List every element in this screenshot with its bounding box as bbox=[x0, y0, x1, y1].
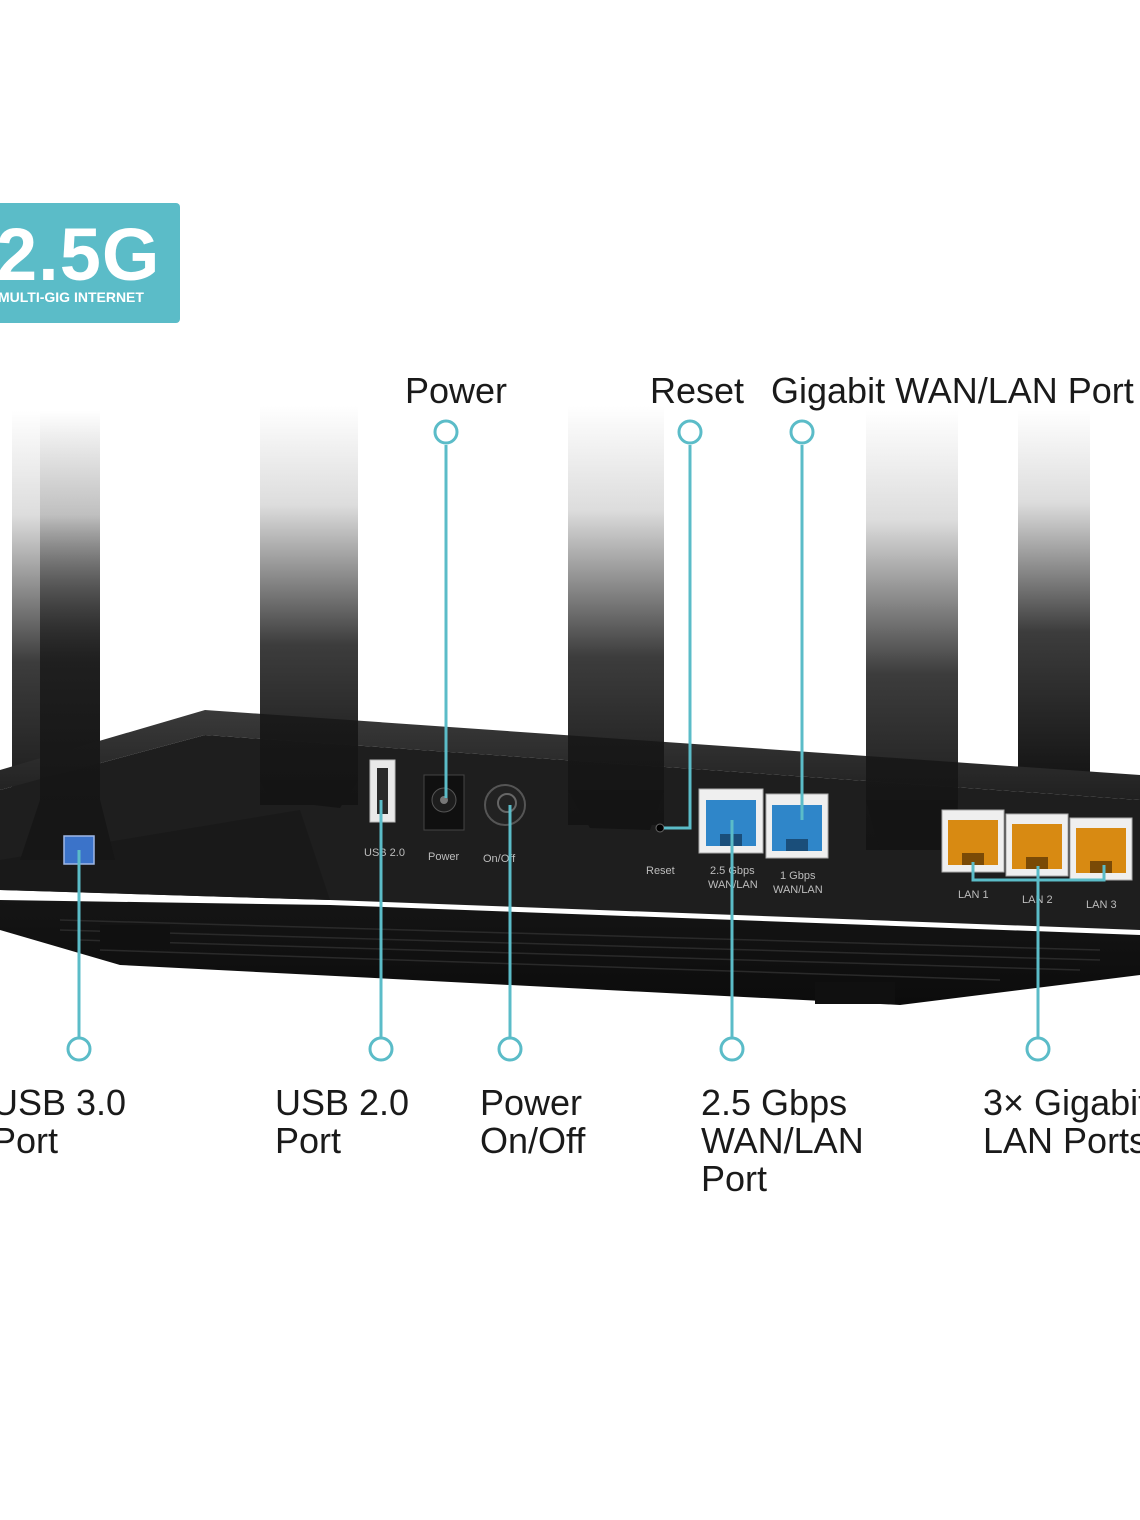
lan3-device-label: LAN 3 bbox=[1086, 899, 1117, 911]
label-lan-ports: 3× Gigabit LAN Ports bbox=[983, 1084, 1140, 1160]
label-power: Power bbox=[405, 370, 508, 411]
router-foot bbox=[815, 982, 895, 1004]
antenna bbox=[866, 410, 958, 850]
label-wan25-line1: 2.5 Gbps bbox=[701, 1082, 848, 1123]
label-wan25-line2: WAN/LAN bbox=[701, 1120, 864, 1161]
reset-device-label: Reset bbox=[646, 865, 675, 877]
callout-dot-usb3 bbox=[66, 1036, 92, 1062]
lan3-port bbox=[1069, 817, 1133, 881]
wan1-device-label2: WAN/LAN bbox=[773, 884, 823, 896]
antenna bbox=[260, 405, 358, 808]
label-wan25: 2.5 Gbps WAN/LAN Port bbox=[701, 1084, 864, 1198]
callout-dot-reset bbox=[677, 419, 703, 445]
callout-dot-wan25 bbox=[719, 1036, 745, 1062]
label-onoff-line1: Power bbox=[480, 1082, 583, 1123]
callout-dot-gigabit-wan bbox=[789, 419, 815, 445]
callout-dot-lan bbox=[1025, 1036, 1051, 1062]
label-usb3-line2: Port bbox=[0, 1120, 59, 1161]
badge-subtitle: MULTI-GIG INTERNET bbox=[0, 289, 144, 305]
label-usb3-line1: USB 3.0 bbox=[0, 1082, 127, 1123]
label-onoff-line2: On/Off bbox=[480, 1120, 586, 1161]
badge-title: 2.5G bbox=[0, 213, 161, 296]
antenna bbox=[1018, 410, 1090, 780]
multi-gig-badge: 2.5G MULTI-GIG INTERNET bbox=[0, 203, 180, 323]
label-power-onoff: Power On/Off bbox=[480, 1084, 585, 1160]
lan1-port bbox=[941, 809, 1005, 873]
usb2-device-label: USB 2.0 bbox=[364, 847, 405, 859]
wan-1g-port bbox=[765, 793, 829, 859]
label-usb2: USB 2.0 Port bbox=[275, 1084, 409, 1160]
reset-pinhole bbox=[655, 823, 665, 833]
antenna bbox=[568, 405, 664, 830]
router-foot bbox=[100, 925, 170, 949]
callout-dot-power bbox=[433, 419, 459, 445]
power-button bbox=[484, 784, 526, 826]
label-reset: Reset bbox=[650, 370, 745, 411]
label-lan-line2: LAN Ports bbox=[983, 1120, 1140, 1161]
label-wan25-line3: Port bbox=[701, 1158, 768, 1199]
onoff-device-label: On/Off bbox=[483, 853, 516, 865]
label-usb2-line2: Port bbox=[275, 1120, 342, 1161]
router-side bbox=[0, 810, 330, 900]
label-gigabit-wan-lan: Gigabit WAN/LAN Port bbox=[771, 370, 1134, 411]
label-usb2-line1: USB 2.0 bbox=[275, 1082, 410, 1123]
label-usb3: USB 3.0 Port bbox=[0, 1084, 126, 1160]
callout-dot-usb2 bbox=[368, 1036, 394, 1062]
wan1-device-label: 1 Gbps bbox=[780, 870, 816, 882]
lan2-port bbox=[1005, 813, 1069, 877]
label-lan-line1: 3× Gigabit bbox=[983, 1082, 1140, 1123]
callout-line-reset bbox=[664, 445, 692, 830]
callout-dot-onoff bbox=[497, 1036, 523, 1062]
power-device-label: Power bbox=[428, 851, 460, 863]
lan1-device-label: LAN 1 bbox=[958, 889, 989, 901]
